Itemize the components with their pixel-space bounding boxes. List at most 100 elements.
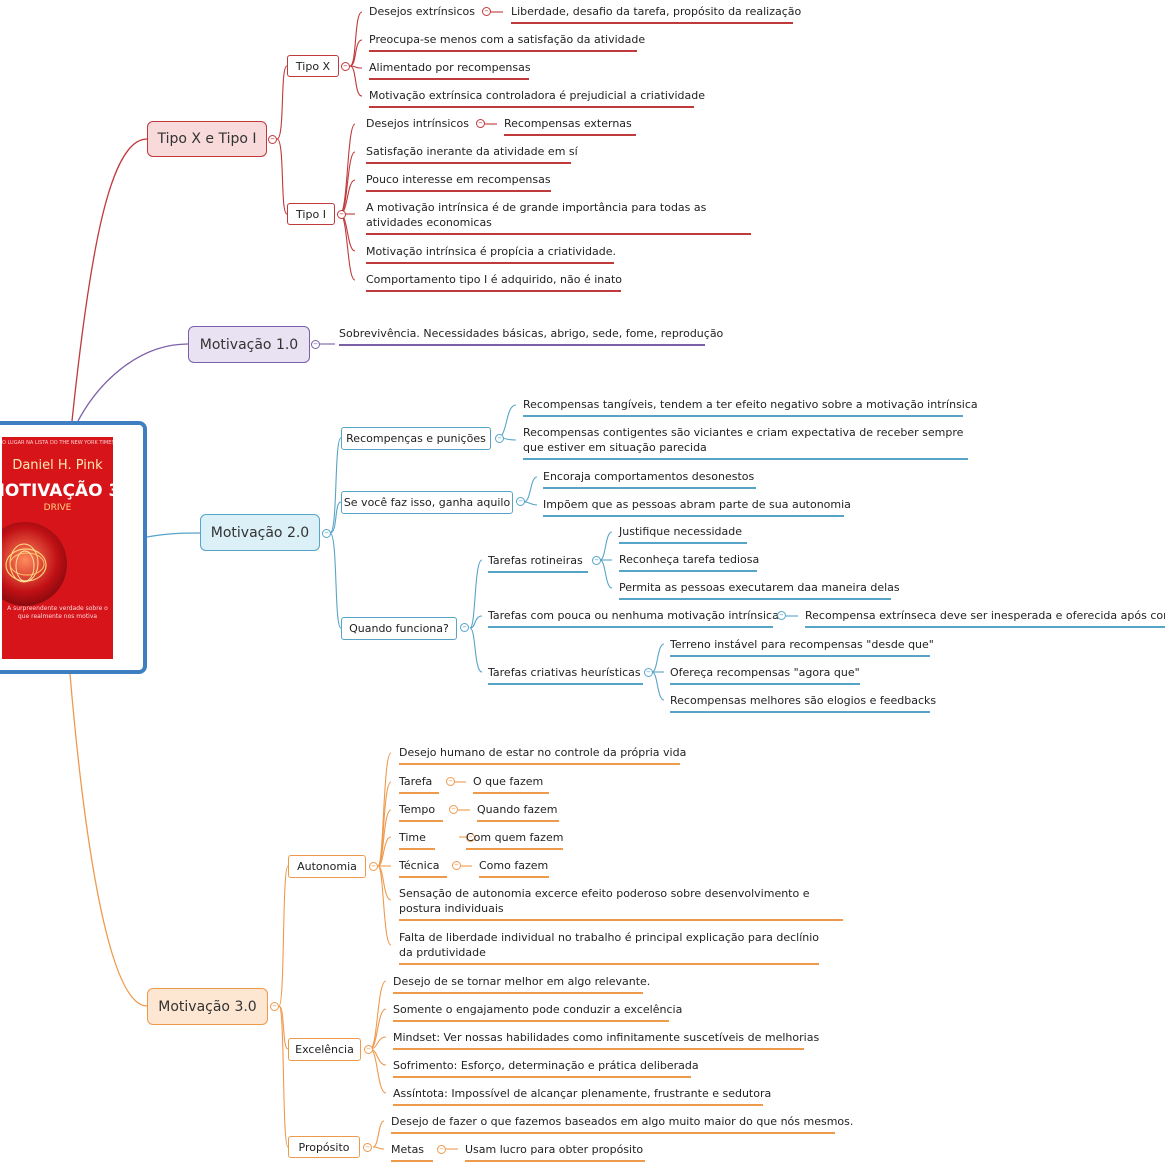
subtopic-autonomia[interactable]: Autonomia — [288, 855, 366, 878]
collapse-toggle-icon[interactable]: – — [495, 434, 504, 443]
leaf-satisfacao-inerante[interactable]: Satisfação inerante da atividade em sí — [366, 144, 578, 164]
subtopic-label: Tipo I — [296, 207, 326, 221]
collapse-toggle-icon[interactable]: – — [446, 777, 455, 786]
leaf-quando-fazem[interactable]: Quando fazem — [477, 802, 559, 822]
subtopic-recompencas-e-punicoes[interactable]: Recompenças e punições — [341, 427, 491, 450]
subtopic-label: Recompenças e punições — [346, 432, 486, 445]
topic-label: Motivação 1.0 — [199, 336, 299, 353]
leaf-ofereca-recompensas[interactable]: Ofereça recompensas "agora que" — [670, 665, 860, 685]
collapse-toggle-icon[interactable]: – — [337, 210, 346, 219]
topic-label: Motivação 3.0 — [158, 998, 257, 1015]
leaf-sensacao-de-autonomia[interactable]: Sensação de autonomia excerce efeito pod… — [399, 886, 843, 921]
leaf-desejo-de-fazer[interactable]: Desejo de fazer o que fazemos baseados e… — [391, 1114, 853, 1134]
collapse-toggle-icon[interactable]: – — [437, 1145, 446, 1154]
leaf-time[interactable]: Time — [399, 830, 435, 850]
collapse-toggle-icon[interactable]: – — [369, 862, 378, 871]
leaf-desejos-intrinsicos[interactable]: Desejos intrínsicos — [366, 117, 469, 130]
central-topic[interactable]: O LUGAR NA LISTA DO THE NEW YORK TIMES D… — [0, 421, 147, 674]
collapse-toggle-icon[interactable]: – — [449, 805, 458, 814]
leaf-desejo-humano-controle[interactable]: Desejo humano de estar no controle da pr… — [399, 745, 686, 765]
leaf-metas[interactable]: Metas — [391, 1142, 433, 1162]
subtopic-tipo-i[interactable]: Tipo I — [287, 203, 335, 225]
subtopic-label: Tipo X — [295, 59, 331, 73]
leaf-pouco-interesse[interactable]: Pouco interesse em recompensas — [366, 172, 551, 192]
collapse-toggle-icon[interactable]: – — [460, 623, 469, 632]
leaf-permita-as-pessoas[interactable]: Permita as pessoas executarem daa maneir… — [619, 580, 900, 600]
collapse-toggle-icon[interactable]: – — [476, 119, 485, 128]
leaf-motivacao-intrinsica-importancia[interactable]: A motivação intrínsica é de grande impor… — [366, 200, 751, 235]
leaf-recompensa-extrinseca-inesperada[interactable]: Recompensa extrínseca deve ser inesperad… — [805, 608, 1165, 628]
leaf-motivacao-extrinsica-controladora[interactable]: Motivação extrínsica controladora é prej… — [369, 88, 705, 108]
subtopic-proposito[interactable]: Propósito — [288, 1136, 360, 1158]
leaf-tecnica[interactable]: Técnica — [399, 858, 447, 878]
collapse-toggle-icon[interactable]: – — [466, 833, 475, 842]
leaf-desejo-de-se-tornar-melhor[interactable]: Desejo de se tornar melhor em algo relev… — [393, 974, 650, 994]
leaf-recompensas-externas[interactable]: Recompensas externas — [504, 116, 636, 136]
leaf-encoraja-comportamentos[interactable]: Encoraja comportamentos desonestos — [543, 469, 756, 489]
book-cover-image: O LUGAR NA LISTA DO THE NEW YORK TIMES D… — [2, 437, 113, 659]
leaf-tarefas-pouca-motivacao[interactable]: Tarefas com pouca ou nenhuma motivação i… — [488, 608, 779, 628]
leaf-preocupa-se-menos[interactable]: Preocupa-se menos com a satisfação da at… — [369, 32, 645, 52]
cover-title: MOTIVAÇÃO 3.0 — [2, 481, 113, 501]
collapse-toggle-icon[interactable]: – — [644, 668, 653, 677]
leaf-falta-de-liberdade[interactable]: Falta de liberdade individual no trabalh… — [399, 930, 819, 965]
subtopic-label: Autonomia — [297, 860, 357, 873]
leaf-desejos-extrinsicos[interactable]: Desejos extrínsicos — [369, 5, 475, 18]
topic-tipo-x-e-tipo-i[interactable]: Tipo X e Tipo I — [147, 121, 267, 157]
collapse-toggle-icon[interactable]: – — [592, 556, 601, 565]
topic-label: Tipo X e Tipo I — [157, 131, 257, 147]
collapse-toggle-icon[interactable]: – — [364, 1045, 373, 1054]
collapse-toggle-icon[interactable]: – — [270, 1002, 279, 1011]
collapse-toggle-icon[interactable]: – — [777, 611, 786, 620]
leaf-recompensas-tangiveis[interactable]: Recompensas tangíveis, tendem a ter efei… — [523, 397, 978, 417]
subtopic-label: Se você faz isso, ganha aquilo — [343, 496, 511, 509]
leaf-somente-o-engajamento[interactable]: Somente o engajamento pode conduzir a ex… — [393, 1002, 682, 1022]
leaf-tarefa[interactable]: Tarefa — [399, 774, 439, 794]
leaf-alimentado-por-recompensas[interactable]: Alimentado por recompensas — [369, 60, 531, 80]
collapse-toggle-icon[interactable]: – — [311, 340, 320, 349]
leaf-como-fazem[interactable]: Como fazem — [479, 858, 549, 878]
leaf-mindset[interactable]: Mindset: Ver nossas habilidades como inf… — [393, 1030, 819, 1050]
cover-author: Daniel H. Pink — [12, 458, 103, 473]
subtopic-label: Propósito — [298, 1140, 350, 1154]
leaf-tempo[interactable]: Tempo — [399, 802, 443, 822]
subtopic-se-voce-faz-isso[interactable]: Se você faz isso, ganha aquilo — [341, 491, 513, 514]
subtopic-label: Excelência — [295, 1043, 354, 1056]
leaf-sobrevivencia[interactable]: Sobrevivência. Necessidades básicas, abr… — [339, 326, 723, 346]
leaf-motivacao-intrinsica-criatividade[interactable]: Motivação intrínsica é propícia a criati… — [366, 244, 616, 264]
topic-label: Motivação 2.0 — [210, 524, 310, 541]
leaf-assintota[interactable]: Assíntota: Impossível de alcançar plenam… — [393, 1086, 771, 1106]
collapse-toggle-icon[interactable]: – — [363, 1143, 372, 1152]
collapse-toggle-icon[interactable]: – — [452, 861, 461, 870]
cover-subtitle: DRIVE — [43, 503, 72, 513]
leaf-tarefas-rotineiras[interactable]: Tarefas rotineiras — [488, 553, 588, 573]
collapse-toggle-icon[interactable]: – — [516, 497, 525, 506]
leaf-tarefas-criativas-heuristicas[interactable]: Tarefas criativas heurísticas — [488, 665, 643, 685]
cover-art-icon — [2, 522, 67, 606]
collapse-toggle-icon[interactable]: – — [322, 529, 331, 538]
leaf-o-que-fazem[interactable]: O que fazem — [473, 774, 549, 794]
collapse-toggle-icon[interactable]: – — [341, 62, 350, 71]
topic-motivacao-2[interactable]: Motivação 2.0 — [200, 514, 320, 551]
topic-motivacao-1[interactable]: Motivação 1.0 — [188, 326, 310, 363]
collapse-toggle-icon[interactable]: – — [482, 7, 491, 16]
leaf-recompensas-melhores[interactable]: Recompensas melhores são elogios e feedb… — [670, 693, 936, 713]
leaf-sofrimento[interactable]: Sofrimento: Esforço, determinação e prát… — [393, 1058, 699, 1078]
topic-motivacao-3[interactable]: Motivação 3.0 — [147, 988, 268, 1025]
leaf-usam-lucro[interactable]: Usam lucro para obter propósito — [465, 1142, 645, 1162]
subtopic-excelencia[interactable]: Excelência — [288, 1038, 361, 1061]
subtopic-label: Quando funciona? — [349, 622, 449, 635]
subtopic-tipo-x[interactable]: Tipo X — [287, 55, 339, 77]
cover-top-text: O LUGAR NA LISTA DO THE NEW YORK TIMES — [2, 440, 113, 446]
leaf-liberdade-desafio[interactable]: Liberdade, desafio da tarefa, propósito … — [511, 4, 801, 24]
leaf-comportamento-tipo-i[interactable]: Comportamento tipo I é adquirido, não é … — [366, 272, 622, 292]
leaf-recompensas-contigentes[interactable]: Recompensas contigentes são viciantes e … — [523, 425, 968, 460]
collapse-toggle-icon[interactable]: – — [268, 135, 277, 144]
leaf-reconheca-tarefa-tediosa[interactable]: Reconheça tarefa tediosa — [619, 552, 759, 572]
leaf-terreno-instavel[interactable]: Terreno instável para recompensas "desde… — [670, 637, 934, 657]
leaf-com-quem-fazem[interactable]: Com quem fazem — [466, 830, 563, 850]
leaf-impoem-que-as-pessoas[interactable]: Impõem que as pessoas abram parte de sua… — [543, 497, 851, 517]
subtopic-quando-funciona[interactable]: Quando funciona? — [341, 617, 457, 640]
leaf-justifique-necessidade[interactable]: Justifique necessidade — [619, 524, 747, 544]
